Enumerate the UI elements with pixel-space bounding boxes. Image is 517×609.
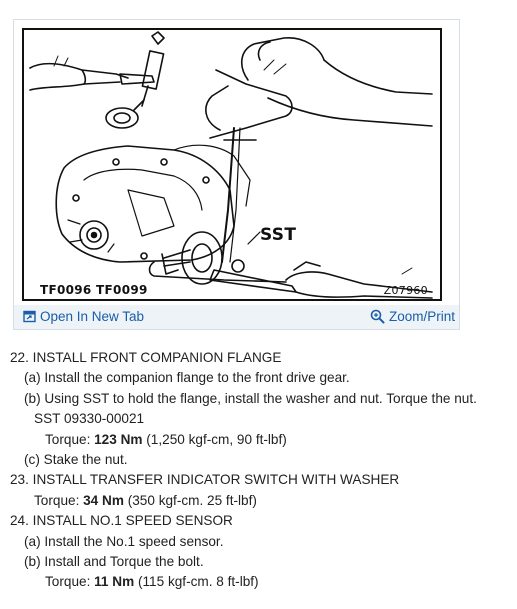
open-in-new-tab-button[interactable]: Open In New Tab bbox=[23, 309, 144, 324]
torque-conversion: (1,250 kgf-cm, 90 ft-lbf) bbox=[142, 431, 287, 447]
procedure-text: 22. INSTALL FRONT COMPANION FLANGE (a) I… bbox=[10, 348, 510, 593]
illustration-drawing bbox=[29, 31, 433, 299]
torque-conversion: (350 kgf-cm. 25 ft-lbf) bbox=[123, 492, 257, 508]
step-item: (c) Stake the nut. bbox=[24, 452, 128, 468]
torque-prefix: Torque: bbox=[45, 431, 95, 447]
figure-number-label: Z07960 bbox=[383, 284, 428, 297]
magnifier-icon bbox=[370, 309, 385, 324]
zoom-print-label: Zoom/Print bbox=[388, 309, 455, 324]
step-item: (a) Install the No.1 speed sensor. bbox=[24, 533, 224, 549]
step-heading: 22. INSTALL FRONT COMPANION FLANGE bbox=[10, 350, 282, 365]
torque-prefix: Torque: bbox=[45, 574, 95, 590]
sst-label: SST bbox=[260, 225, 297, 245]
torque-value: 123 Nm bbox=[94, 431, 143, 447]
torque-spec: Torque: 11 Nm (115 kgf-cm. 8 ft-lbf) bbox=[10, 572, 510, 592]
torque-spec: Torque: 123 Nm (1,250 kgf-cm, 90 ft-lbf) bbox=[10, 430, 510, 450]
step-item: (b) Install and Torque the bolt. bbox=[24, 554, 204, 570]
step-item: (b) Using SST to hold the flange, instal… bbox=[24, 390, 477, 406]
figure-ids-label: TF0096 TF0099 bbox=[40, 283, 148, 297]
torque-value: 34 Nm bbox=[83, 492, 124, 508]
torque-spec: Torque: 34 Nm (350 kgf-cm. 25 ft-lbf) bbox=[10, 491, 510, 511]
torque-prefix: Torque: bbox=[34, 492, 84, 508]
step-item: (a) Install the companion flange to the … bbox=[24, 370, 350, 386]
step-heading: 24. INSTALL NO.1 SPEED SENSOR bbox=[10, 513, 233, 529]
zoom-print-button[interactable]: Zoom/Print bbox=[370, 309, 455, 324]
figure-toolbar: Open In New Tab Zoom/Print bbox=[14, 305, 459, 329]
step-heading: 23. INSTALL TRANSFER INDICATOR SWITCH WI… bbox=[10, 472, 400, 488]
torque-value: 11 Nm bbox=[94, 574, 135, 590]
open-new-tab-icon bbox=[23, 310, 36, 323]
service-illustration: SST TF0096 TF0099 Z07960 bbox=[22, 28, 442, 301]
torque-conversion: (115 kgf-cm. 8 ft-lbf) bbox=[134, 574, 259, 590]
open-in-new-tab-label: Open In New Tab bbox=[40, 309, 145, 324]
sst-number: SST 09330-00021 bbox=[34, 411, 145, 427]
figure-card: SST TF0096 TF0099 Z07960 Open In New Tab bbox=[13, 19, 460, 330]
